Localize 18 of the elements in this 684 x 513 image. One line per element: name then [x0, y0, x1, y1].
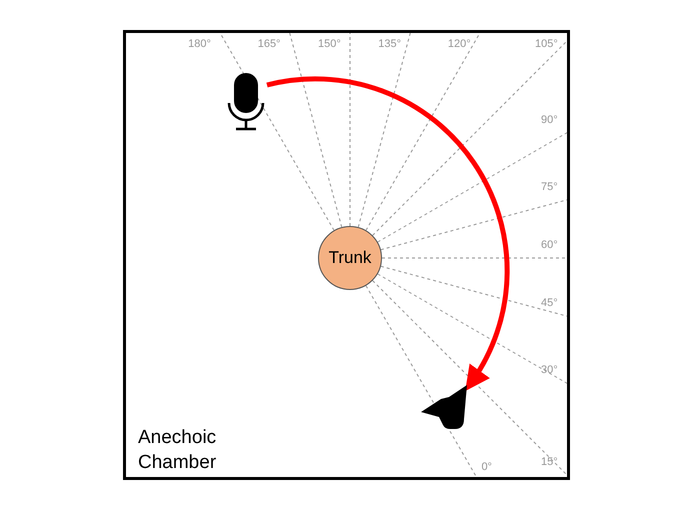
angle-label: 105° [535, 38, 558, 50]
curved-arrow [266, 76, 510, 392]
chamber-label: Anechoic Chamber [138, 426, 218, 475]
angle-label: 90° [541, 114, 558, 126]
angle-label: 60° [541, 239, 558, 251]
angle-label: 150° [318, 38, 341, 50]
angle-label: 15° [541, 456, 558, 468]
angle-label: 0° [481, 461, 492, 473]
angle-label: 135° [378, 38, 402, 50]
angle-label: 120° [448, 38, 471, 50]
angle-label: 30° [541, 364, 558, 376]
angle-label: 180° [188, 38, 211, 50]
angle-label: 75° [541, 180, 558, 193]
angle-label: 165° [258, 38, 280, 50]
angle-label: 45° [541, 297, 558, 310]
microphone-icon [225, 73, 267, 133]
chamber-frame [123, 30, 570, 480]
trunk-circle: Trunk [318, 226, 382, 290]
